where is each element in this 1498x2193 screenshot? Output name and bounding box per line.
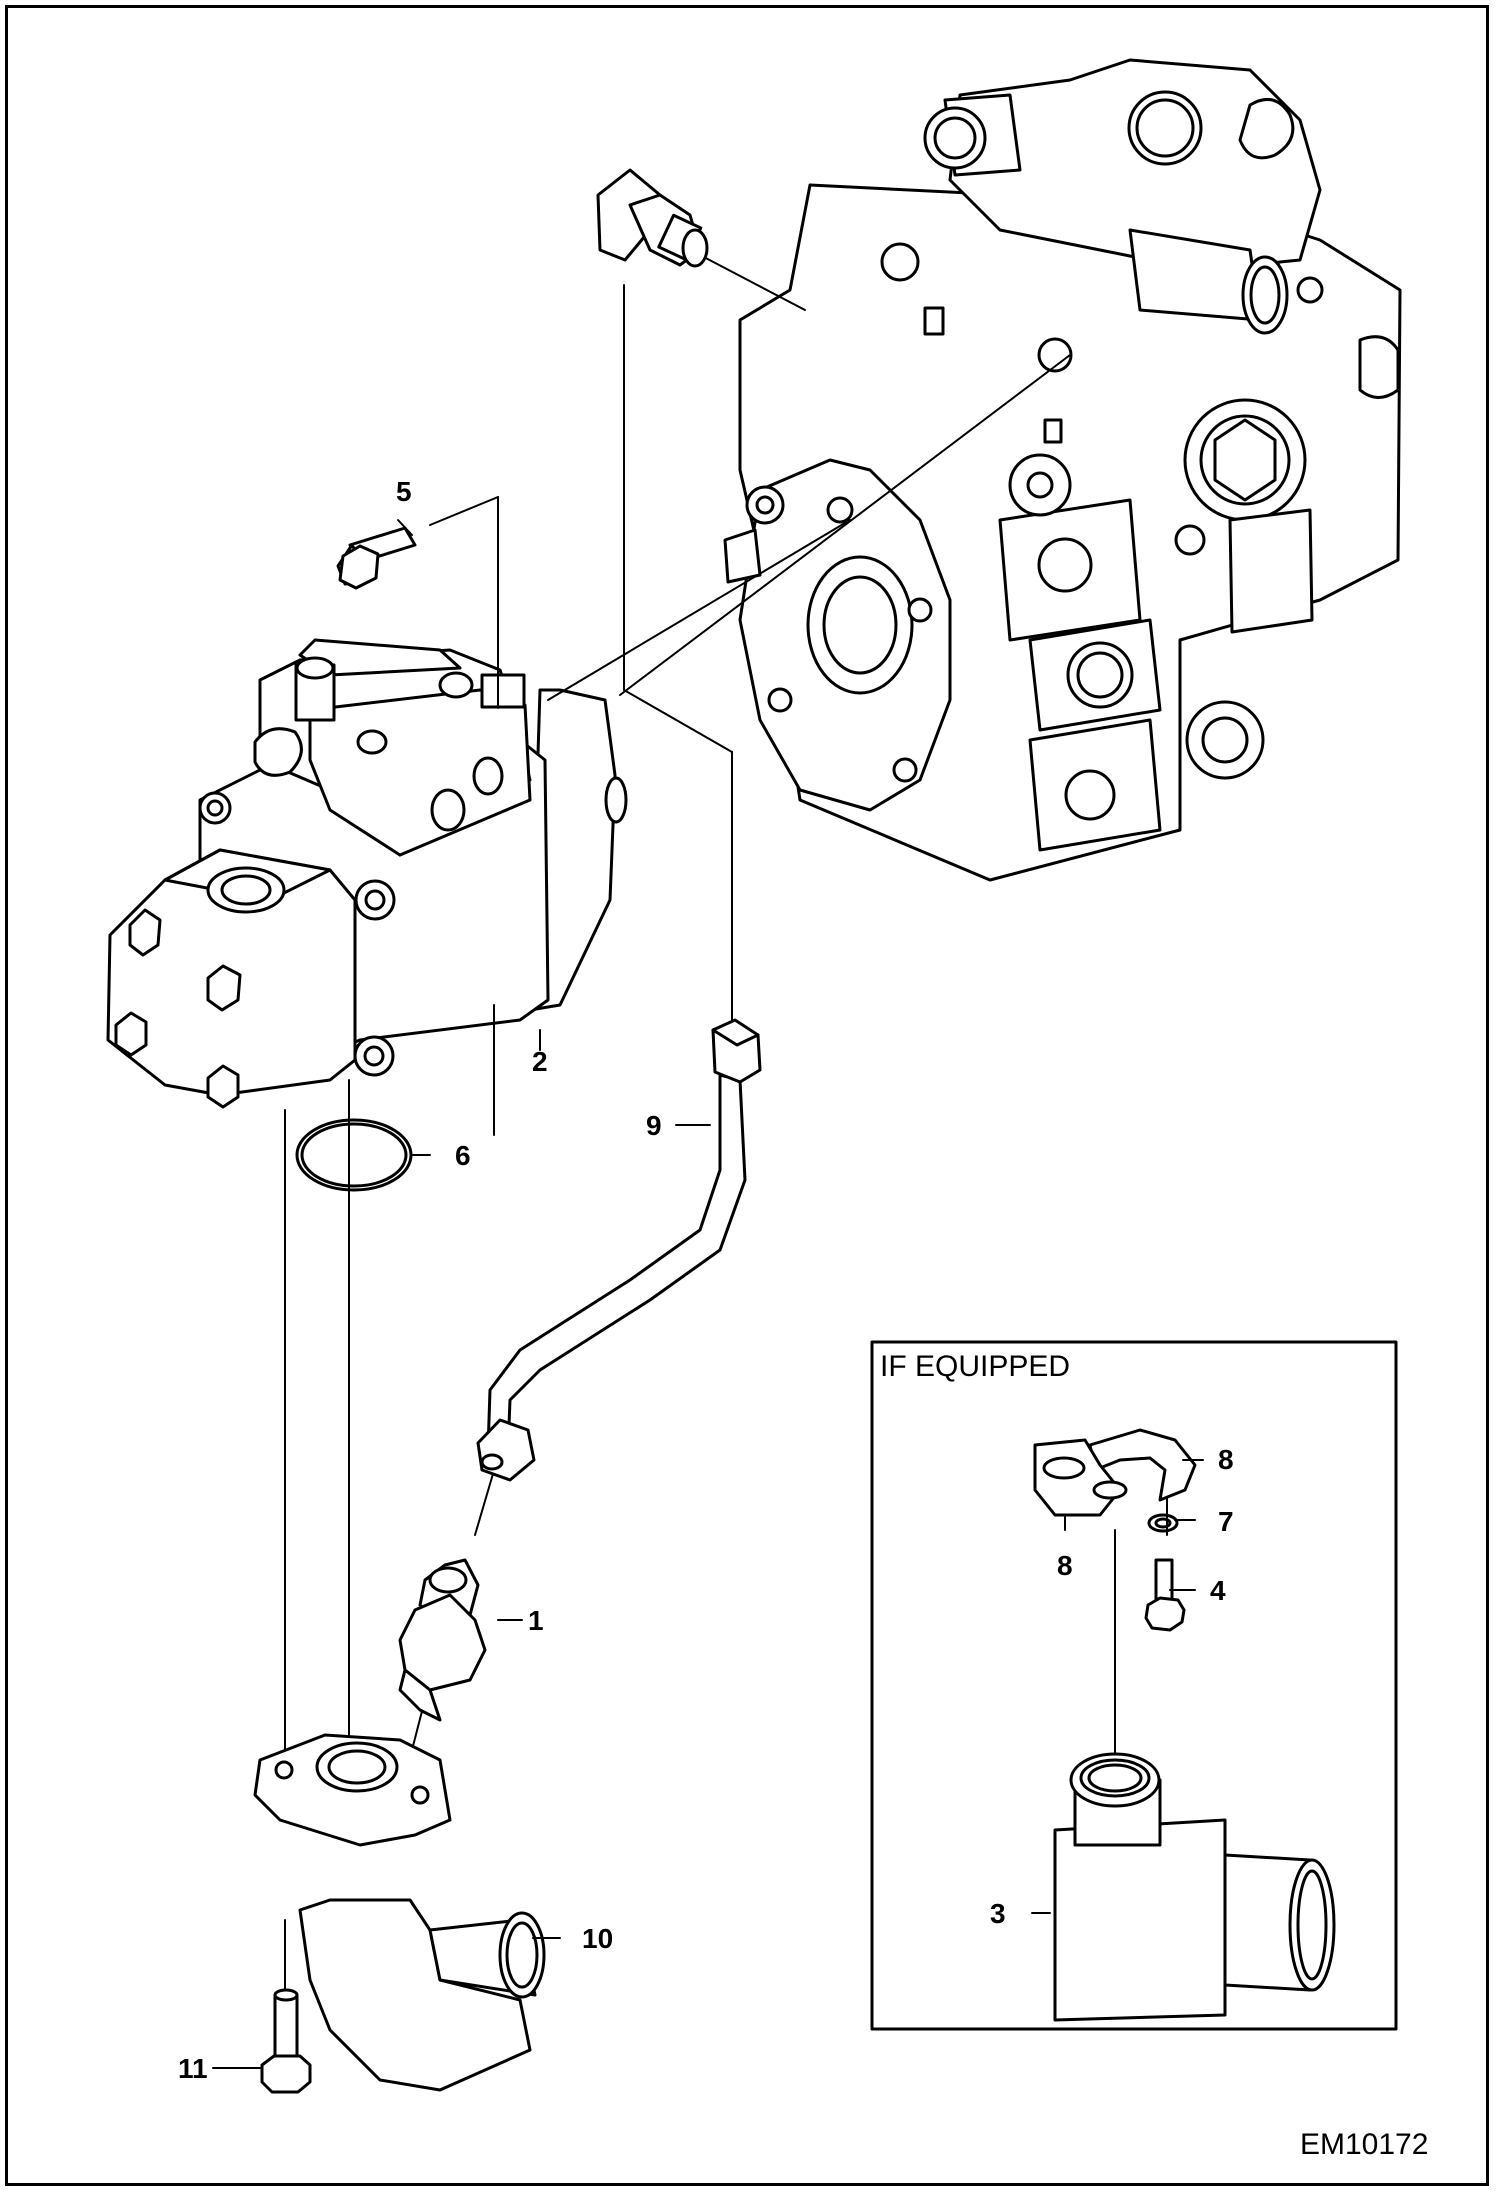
- washer-7: [1147, 1513, 1179, 1533]
- adapter-fitting-1: [398, 1558, 487, 1722]
- gear-pump: [106, 638, 628, 1109]
- explode-lines: [284, 254, 1168, 1991]
- elbow-fitting: [596, 168, 709, 268]
- callout-9: 9: [646, 1110, 662, 1141]
- bolt-4: [1144, 1558, 1186, 1632]
- bolt-11: [260, 1988, 312, 2094]
- flange-elbow-10: [253, 1733, 546, 2092]
- callout-1: 1: [528, 1605, 544, 1636]
- callout-leaders: [212, 519, 1204, 2069]
- elbow-fitting-3: [1053, 1752, 1336, 2022]
- inset-title: IF EQUIPPED: [880, 1350, 1071, 1383]
- o-ring-6: [295, 1118, 413, 1192]
- callout-2: 2: [532, 1046, 548, 1077]
- inset-box: [870, 1340, 1398, 2031]
- callout-4: 4: [1210, 1575, 1226, 1606]
- callout-10: 10: [582, 1923, 614, 1954]
- callout-11: 11: [178, 2053, 208, 2084]
- main-hydrostatic-pump: [723, 58, 1402, 882]
- page-border: [5, 5, 1489, 2186]
- figure-id: EM10172: [1300, 2128, 1429, 2161]
- callout-8-lower: 8: [1057, 1550, 1073, 1581]
- callout-8-upper: 8: [1218, 1444, 1234, 1475]
- callout-6: 6: [455, 1140, 471, 1171]
- hose-9: [476, 1018, 762, 1482]
- callout-7: 7: [1218, 1506, 1234, 1537]
- callout-3: 3: [990, 1898, 1006, 1929]
- bolt-5: [336, 526, 417, 590]
- split-flange-8: [1033, 1428, 1197, 1517]
- callout-5: 5: [396, 476, 412, 507]
